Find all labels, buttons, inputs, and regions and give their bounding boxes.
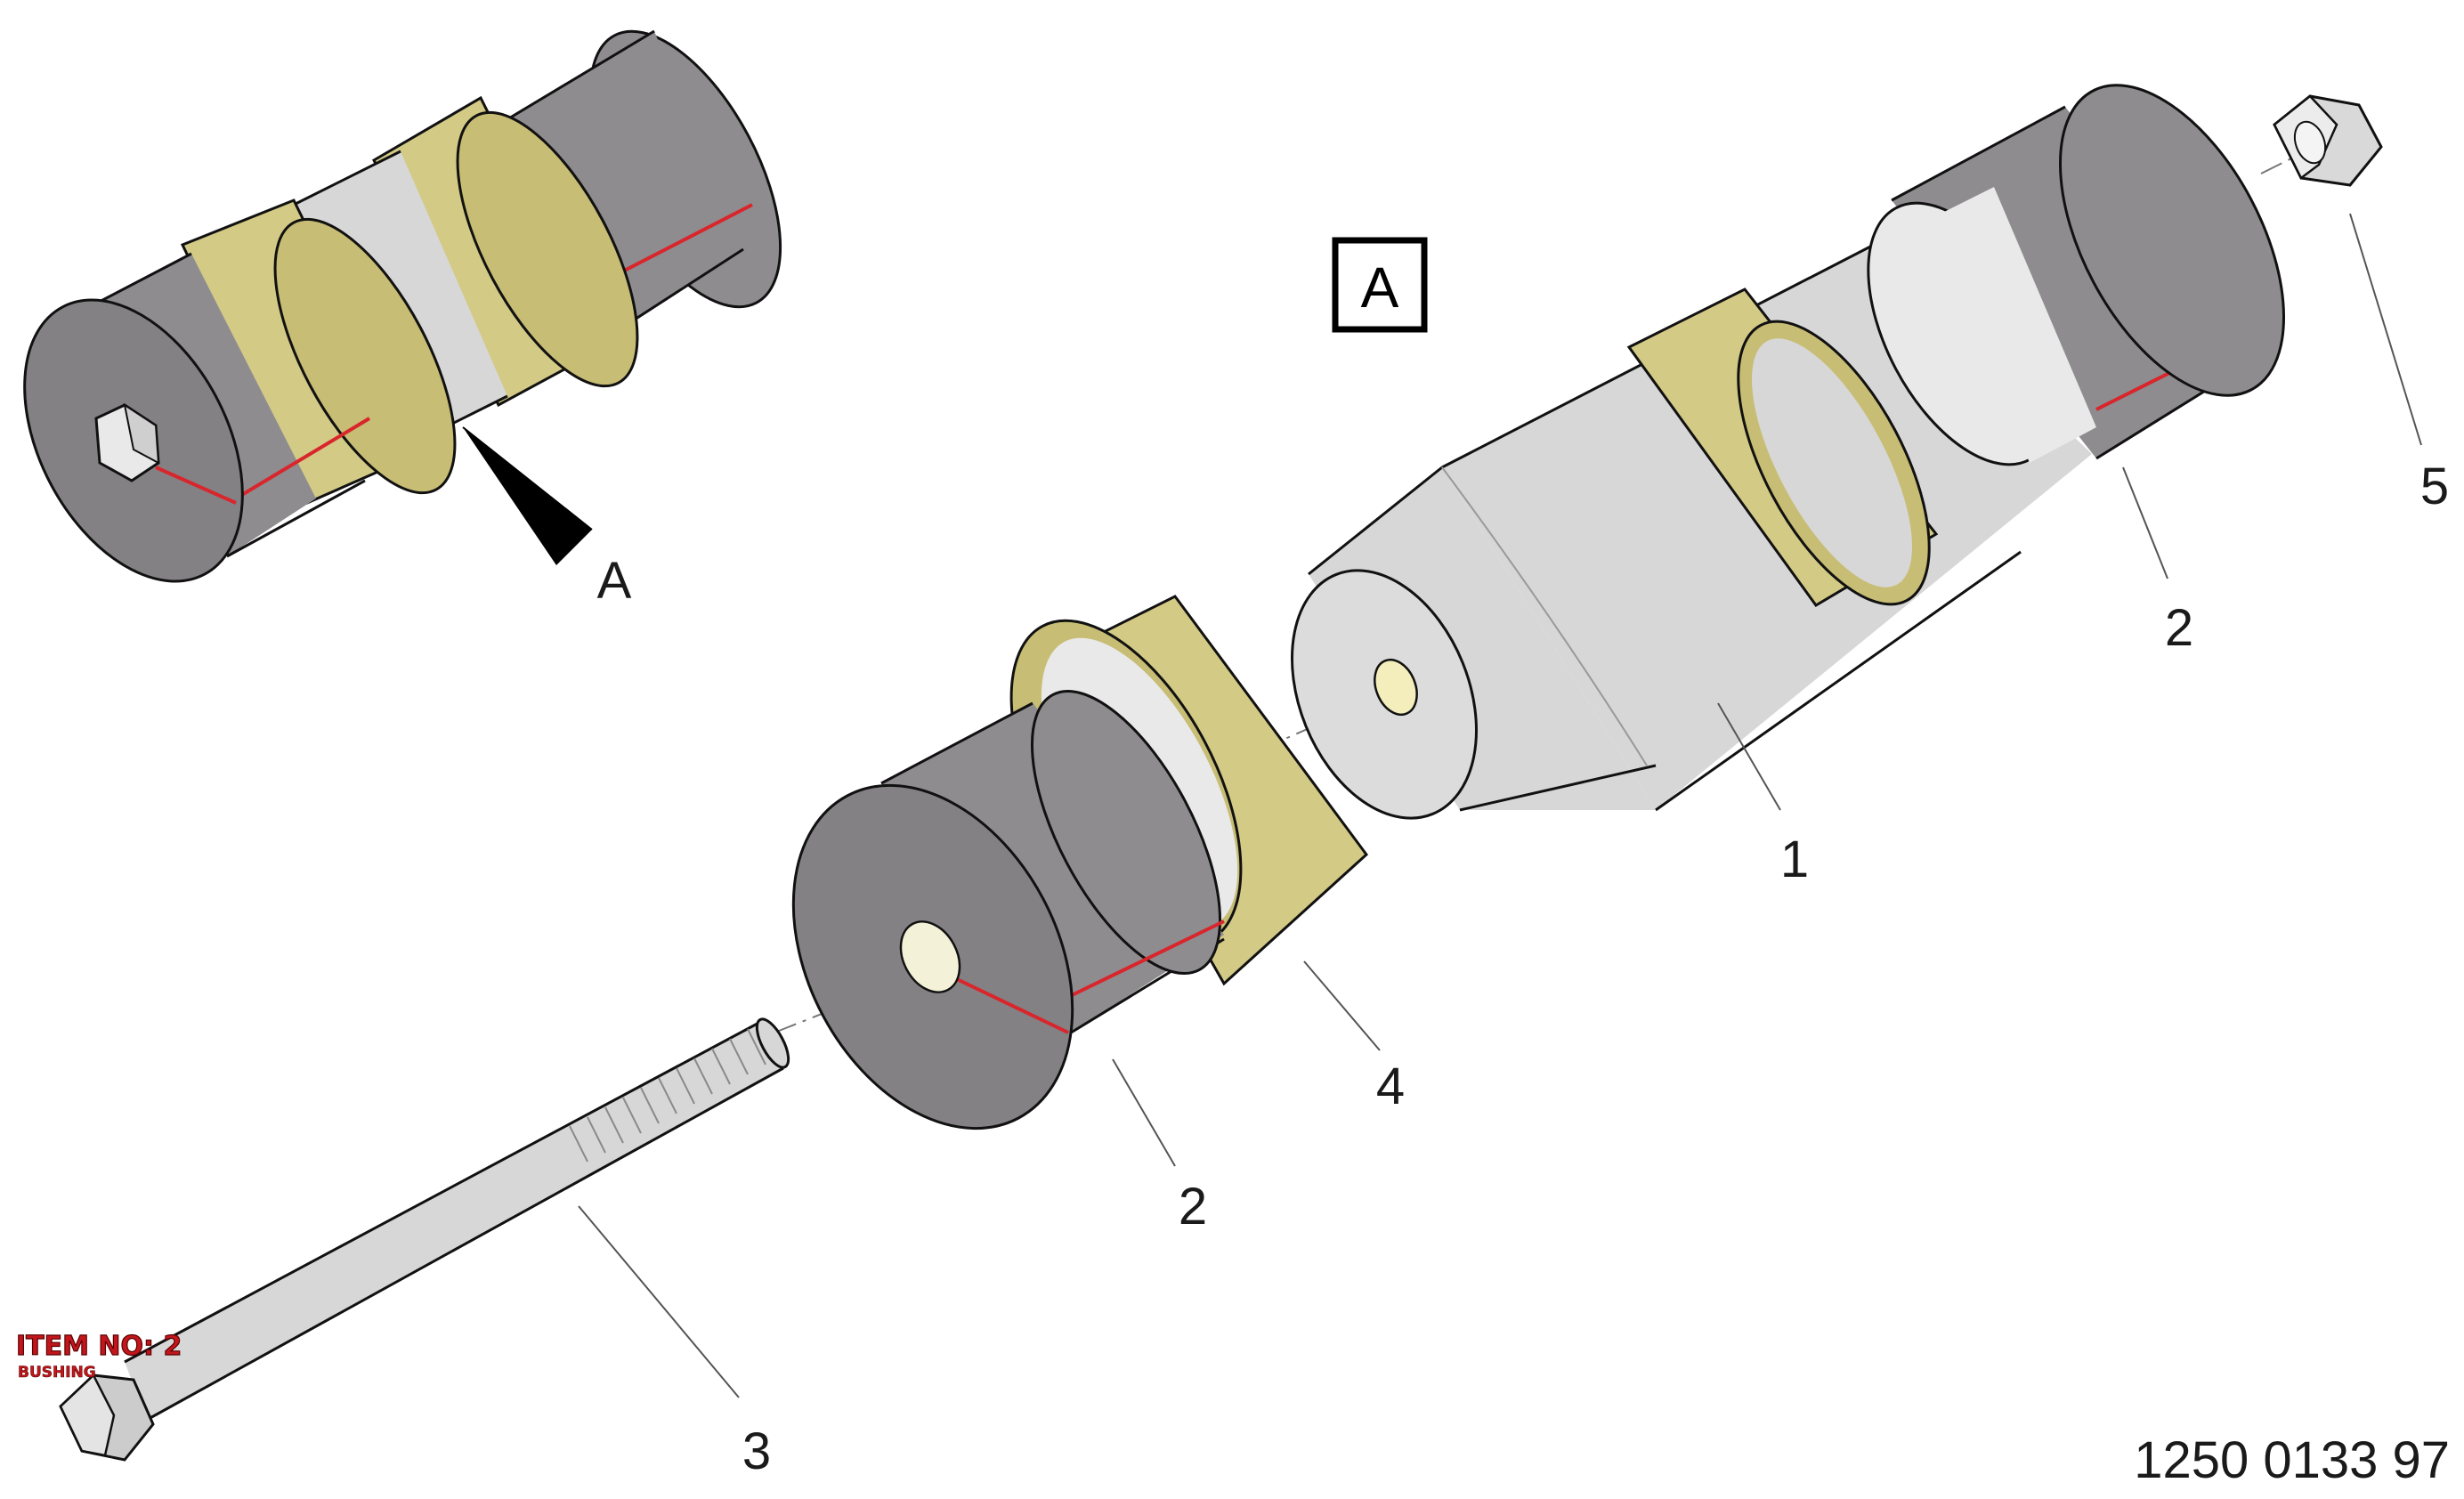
leader-lines <box>578 213 2422 1398</box>
part-1-spacer-ring <box>1626 288 1939 607</box>
callout-part-4: 4 <box>1376 1057 1405 1115</box>
part-2-left-bushing <box>791 690 1225 1130</box>
callout-part-2-right: 2 <box>2165 599 2193 657</box>
assembled-bushing-inset <box>23 29 782 583</box>
view-label-box: A <box>1332 237 1428 333</box>
callout-part-1: 1 <box>1780 831 1809 888</box>
callout-part-2-left: 2 <box>1179 1178 1207 1236</box>
part-3-bolt <box>59 1017 790 1462</box>
part-5-nut <box>2273 94 2383 187</box>
view-label-text: A <box>1361 255 1399 320</box>
part-2-right-bushing <box>1867 84 2286 466</box>
drawing-reference-number: 1250 0133 97 <box>2134 1431 2450 1489</box>
view-arrow-label: A <box>597 552 632 610</box>
view-arrow-a <box>462 426 593 565</box>
callout-part-5: 5 <box>2420 458 2449 515</box>
item-stamp-title: ITEM NO: 2 <box>16 1331 182 1362</box>
item-stamp-subtitle: BUSHING <box>18 1364 96 1382</box>
callout-part-3: 3 <box>742 1422 771 1480</box>
